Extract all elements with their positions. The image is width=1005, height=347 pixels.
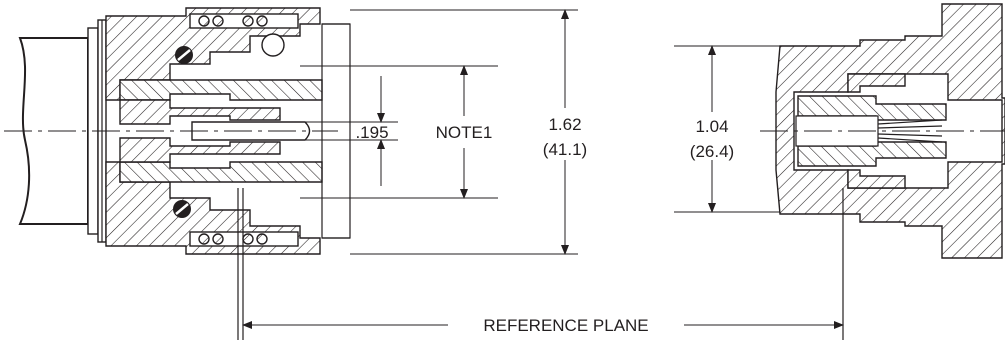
dimension-note1: NOTE1 <box>300 65 498 199</box>
detent-ball <box>261 33 285 57</box>
note1-label: NOTE1 <box>436 123 493 142</box>
reference-plane-dimension: REFERENCE PLANE <box>242 316 844 335</box>
left-connector <box>18 7 351 340</box>
dim-195-label: .195 <box>355 123 388 142</box>
spring-upper <box>189 13 299 29</box>
screw-upper <box>175 46 193 64</box>
inner-sleeve-lower <box>119 161 323 183</box>
right-connector <box>775 3 1005 340</box>
dim-162-mm: (41.1) <box>543 140 587 159</box>
inner-sleeve-upper <box>119 79 323 101</box>
dimension-162: 1.62 (41.1) <box>350 9 587 255</box>
jack-outer-sleeve-lower <box>847 169 906 189</box>
spring-lower <box>189 231 299 247</box>
dim-162-in: 1.62 <box>548 115 581 134</box>
cable-body <box>18 37 89 225</box>
dim-104-in: 1.04 <box>695 117 728 136</box>
pin-housing-upper <box>119 99 281 125</box>
jack-outer-sleeve-upper <box>847 73 906 93</box>
dim-104-mm: (26.4) <box>690 142 734 161</box>
pin-housing-lower <box>119 137 281 163</box>
dimension-104: 1.04 (26.4) <box>674 45 780 213</box>
screw-lower <box>173 200 191 218</box>
dimension-195: .195 <box>300 76 398 186</box>
reference-plane-label: REFERENCE PLANE <box>483 316 648 335</box>
